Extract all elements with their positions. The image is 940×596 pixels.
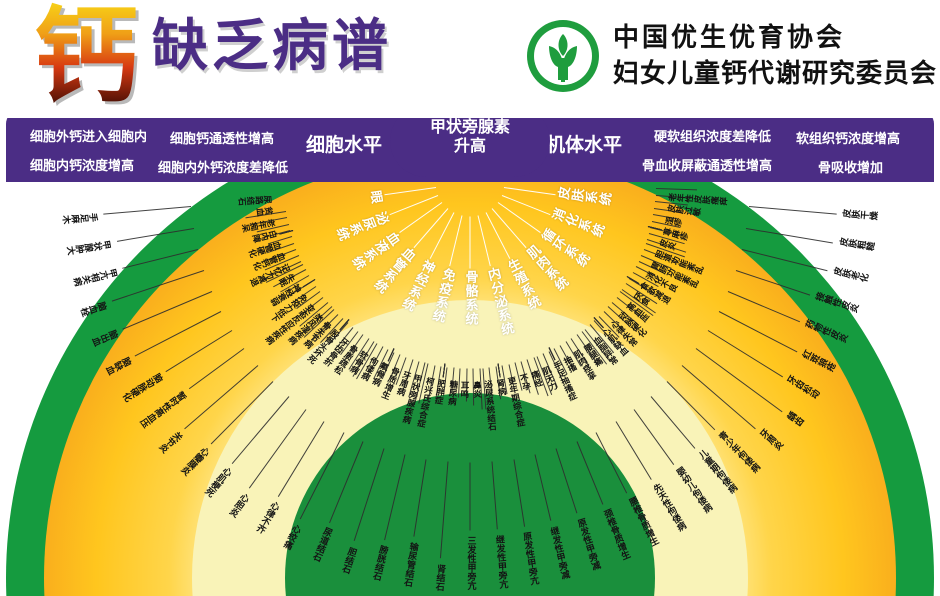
org-line-1: 中国优生优育协会 [613,23,846,53]
hub-bubble-body [390,110,550,177]
band-left-level: 细胞水平 [306,134,383,156]
outer-disease-label: 手足麻木 [61,210,99,224]
hub-main-line2: 升高 [453,136,486,155]
band-right-item-2: 骨血收屏蔽通透性增高 [642,159,773,174]
middle-disease-label: 贫血 [255,204,274,217]
middle-disease-label: 肾病 [494,378,507,397]
outer-disease-label: 甲状腺肿大 [65,237,112,255]
hub-main-line1: 甲状旁腺素 [429,117,510,136]
band-right-item-1: 硬软组织浓度差降低 [654,130,772,145]
seedling-in-circle-logo-icon [527,20,599,92]
band-right-level: 机体水平 [546,134,623,156]
org-line-2: 妇女儿童钙代谢研究委员会 [613,59,938,89]
band-left-item-2: 细胞内钙浓度增高 [30,159,135,174]
outer-disease-label: 皮肤老化 [831,266,869,286]
center-hub: 缺钙 ↓ 甲状旁腺素 升高 [390,110,550,189]
page-title: 缺乏病谱 [152,14,392,79]
middle-disease-label: 尿路结石 [237,192,273,206]
outer-disease-label: 皮肤粗糙 [837,238,875,254]
header: 钙 钙 缺乏病谱 中国优生优育协会 妇女儿童钙代谢研究委员会 [0,0,940,118]
system-label: 骨骼系统 [462,270,478,326]
title-char-calcium: 钙 [26,2,146,114]
outer-disease-label: 肾结石 [433,563,446,592]
middle-disease-label: 耳鸣 [458,380,470,399]
outer-disease-label: 皮肤干燥 [841,209,879,223]
band-right-item-4: 骨吸收增加 [818,161,884,176]
organization-name: 中国优生优育协会 妇女儿童钙代谢研究委员会 [613,20,938,92]
outer-disease-label: 三发性甲旁亢 [465,536,476,591]
band-left-item-3: 细胞钙通透性增高 [170,132,275,147]
middle-disease-label: 鼻炎 [471,380,482,399]
hub-main-label: 甲状旁腺素 升高 [390,117,550,155]
band-right-item-3: 软组织钙浓度增高 [796,132,901,147]
fan-diagram: 皮肤系统消化系统循环系统肌肉系统生殖系统内分泌系统骨骼系统免疫系统神经系统血管系… [0,110,940,596]
organization-logo-block: 中国优生优育协会 妇女儿童钙代谢研究委员会 [527,18,938,96]
band-left-item-1: 细胞外钙进入细胞内 [30,130,148,145]
band-left-item-4: 细胞内外钙浓度差降低 [158,161,289,176]
fan-clip: 皮肤系统消化系统循环系统肌肉系统生殖系统内分泌系统骨骼系统免疫系统神经系统血管系… [0,110,940,596]
system-label: 眼 [367,186,384,204]
middle-disease-label: 糖尿病 [445,379,458,407]
title-char-shadow: 钙 [29,5,149,117]
